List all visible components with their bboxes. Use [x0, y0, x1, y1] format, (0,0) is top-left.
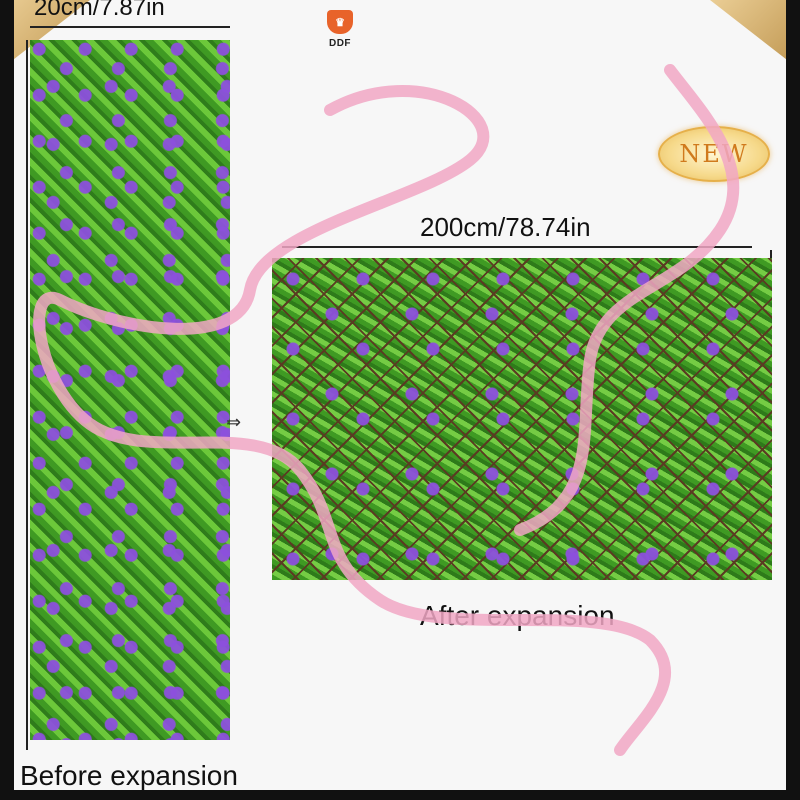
new-badge: NEW	[658, 126, 770, 182]
before-height-dimension-line	[26, 40, 28, 750]
shield-crown-icon: ♛	[327, 10, 353, 34]
after-width-label: 200cm/78.74in	[420, 212, 591, 242]
before-caption: Before expansion	[20, 760, 238, 791]
after-caption: After expansion	[420, 600, 615, 631]
trellis-panel-collapsed	[30, 40, 230, 740]
brand-logo: ♛ DDF	[308, 10, 372, 66]
after-width-dimension-line	[282, 246, 752, 248]
gold-ribbon-corner	[710, 0, 800, 70]
brand-name: DDF	[328, 38, 352, 49]
before-width-dimension-line	[30, 26, 230, 28]
before-width-label: 20cm/7.87in	[34, 0, 165, 21]
trellis-panel-expanded	[272, 258, 772, 580]
frame-bottom-band	[0, 790, 800, 800]
arrow-right-icon: ⇒	[226, 412, 242, 432]
